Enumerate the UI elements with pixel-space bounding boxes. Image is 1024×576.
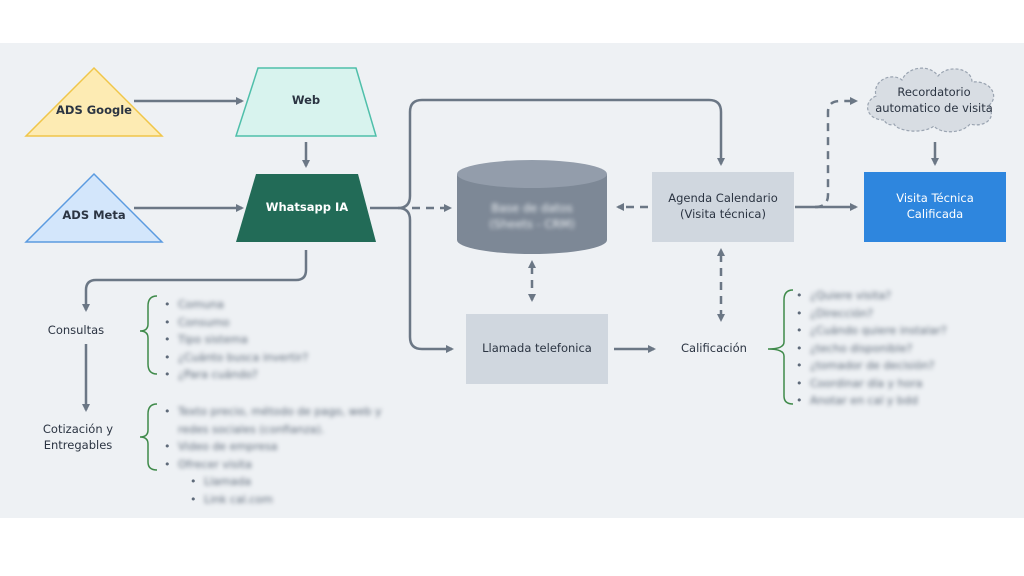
braces bbox=[139, 289, 794, 471]
list-item: ¿Dirección? bbox=[796, 305, 986, 323]
agenda-box bbox=[652, 172, 794, 242]
calificacion-list: ¿Quiere visita? ¿Dirección? ¿Cuándo quie… bbox=[796, 287, 986, 410]
list-item: Anotar en cal y bdd bbox=[796, 392, 986, 410]
web-label: Web bbox=[291, 93, 321, 108]
ads-google-triangle bbox=[24, 66, 164, 137]
list-item: ¿techo disponible? bbox=[796, 340, 986, 358]
list-item: Ofrecer visita bbox=[164, 456, 400, 474]
list-item: Texto precio, método de pago, web y rede… bbox=[164, 403, 400, 438]
list-subitem: Link cal.com bbox=[164, 491, 400, 509]
list-item: ¿Cuándo quiere instalar? bbox=[796, 322, 986, 340]
dashed-connectors bbox=[412, 97, 858, 322]
list-item: Tipo sistema bbox=[164, 331, 344, 349]
list-subitem: Llamada bbox=[164, 473, 400, 491]
connectors bbox=[82, 97, 939, 412]
list-item: Consumo bbox=[164, 314, 344, 332]
database-label: Base de datos (Sheets - CRM) bbox=[489, 201, 575, 231]
calificacion-label: Calificación bbox=[681, 341, 747, 356]
cotizacion-label: Cotización y Entregables bbox=[42, 422, 114, 452]
agenda-label: Agenda Calendario (Visita técnica) bbox=[668, 191, 778, 221]
list-item: ¿Para cuándo? bbox=[164, 366, 344, 384]
list-item: ¿Cuánto busca invertir? bbox=[164, 349, 344, 367]
recordatorio-cloud bbox=[867, 67, 995, 133]
whatsapp-label: Whatsapp IA bbox=[265, 200, 349, 215]
list-item: ¿Quiere visita? bbox=[796, 287, 986, 305]
consultas-list: Comuna Consumo Tipo sistema ¿Cuánto busc… bbox=[164, 296, 344, 384]
list-item: Coordinar día y hora bbox=[796, 375, 986, 393]
list-item: Comuna bbox=[164, 296, 344, 314]
list-item: ¿tomador de decisión? bbox=[796, 357, 986, 375]
recordatorio-label: Recordatorio automatico de visita bbox=[875, 85, 993, 115]
ads-meta-label: ADS Meta bbox=[62, 208, 126, 223]
ads-meta-triangle bbox=[24, 172, 164, 243]
cotizacion-list: Texto precio, método de pago, web y rede… bbox=[164, 403, 400, 508]
visita-label: Visita Técnica Calificada bbox=[896, 191, 974, 221]
llamada-label: Llamada telefonica bbox=[482, 341, 592, 356]
web-trapezoid bbox=[234, 67, 378, 137]
list-item: Video de empresa bbox=[164, 438, 400, 456]
ads-google-label: ADS Google bbox=[56, 103, 132, 118]
llamada-box bbox=[466, 314, 608, 384]
database-cylinder bbox=[457, 160, 607, 254]
whatsapp-trapezoid bbox=[236, 174, 376, 242]
visita-box bbox=[864, 172, 1006, 242]
consultas-label: Consultas bbox=[47, 323, 105, 338]
